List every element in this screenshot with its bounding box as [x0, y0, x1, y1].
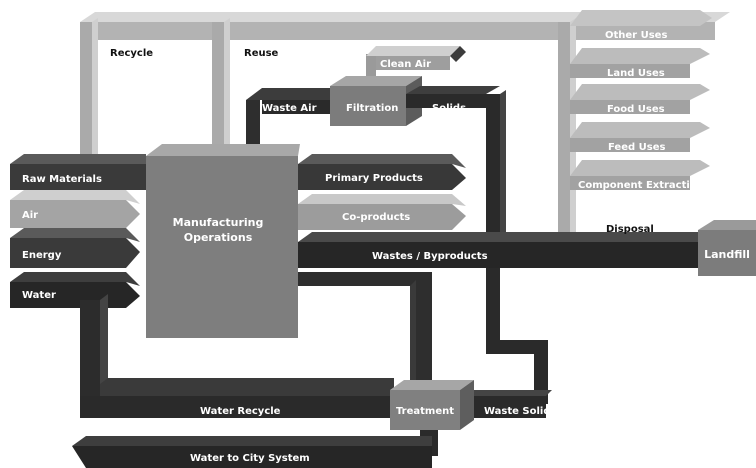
treatment-label: Treatment — [396, 406, 454, 417]
solids-label: Solids — [432, 103, 466, 114]
disposal-label: Disposal — [606, 224, 654, 235]
manufacturing-box — [146, 144, 300, 338]
manufacturing-label-1: Manufacturing — [173, 216, 264, 229]
landfill-label: Landfill — [704, 248, 750, 261]
clean-air-label: Clean Air — [380, 59, 431, 70]
wastes-byproducts-label: Wastes / Byproducts — [372, 251, 488, 262]
component-extraction-label: Component Extraction — [578, 180, 704, 191]
reuse-label: Reuse — [244, 48, 279, 59]
other-uses-label: Other Uses — [605, 30, 667, 41]
waste-air-label: Waste Air — [262, 103, 317, 114]
uses-arrows — [570, 10, 712, 190]
feed-uses-label: Feed Uses — [608, 142, 665, 153]
raw-materials-label: Raw Materials — [22, 174, 102, 185]
co-products-label: Co-products — [342, 212, 410, 223]
output-arrows — [298, 154, 756, 276]
water-to-city-label: Water to City System — [190, 453, 310, 464]
air-label: Air — [22, 210, 38, 221]
filtration-label: Filtration — [346, 103, 398, 114]
primary-products-label: Primary Products — [325, 173, 423, 184]
water-loops — [72, 242, 552, 468]
input-arrows — [10, 154, 146, 308]
water-label: Water — [22, 290, 56, 301]
air-path — [246, 46, 506, 242]
water-recycle-label: Water Recycle — [200, 406, 281, 417]
recycle-label: Recycle — [110, 48, 153, 59]
waste-solids-label: Waste Solids — [484, 406, 557, 417]
land-uses-label: Land Uses — [607, 68, 665, 79]
waste-water-label: Waste Water — [336, 291, 408, 302]
manufacturing-label-2: Operations — [184, 231, 253, 244]
energy-label: Energy — [22, 250, 62, 261]
food-uses-label: Food Uses — [607, 104, 665, 115]
